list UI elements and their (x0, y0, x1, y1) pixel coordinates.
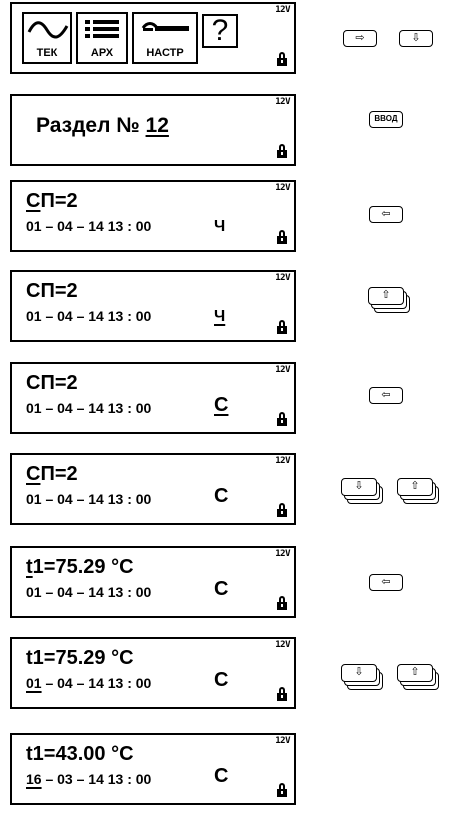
up-arrow-key: ⇧ (397, 478, 433, 496)
parameter-screen: СП=2 01 – 04 – 14 13 : 00 С 12V (10, 453, 296, 525)
help-menu-item[interactable]: ? (202, 14, 238, 48)
cursor-char: С (26, 463, 41, 485)
datetime-text: 01 – 04 – 14 13 : 00 (26, 308, 152, 324)
up-arrow-key: ⇧ (397, 664, 433, 682)
parameter-screen: t1=75.29 °C 01 – 04 – 14 13 : 00 С 12V (10, 546, 296, 618)
cursor-char: С (26, 190, 41, 212)
voltage-label: 12V (275, 5, 290, 15)
voltage-label: 12V (275, 456, 290, 466)
up-arrow-key-repeat[interactable]: ⇧ (397, 664, 441, 692)
datetime-line: 01 – 04 – 14 13 : 00 (26, 218, 151, 234)
lock-icon (277, 320, 287, 334)
parameter-line: t1=75.29 °C (26, 556, 134, 579)
mode-indicator: С (214, 485, 229, 507)
mode-indicator: С (214, 765, 229, 787)
lock-icon (277, 783, 287, 797)
section-title: Раздел № 12 (36, 114, 169, 138)
param-text: t1=75.29 °C (26, 647, 134, 669)
wrench-icon (141, 22, 189, 31)
datetime-line: 01 – 04 – 14 13 : 00 (26, 675, 151, 691)
voltage-label: 12V (275, 736, 290, 746)
voltage-label: 12V (275, 273, 290, 283)
lock-icon (277, 503, 287, 517)
datetime-text: 01 – 04 – 14 13 : 00 (26, 400, 152, 416)
arh-menu-item[interactable]: АРХ (76, 12, 128, 64)
sine-wave-icon (27, 21, 69, 39)
parameter-screen: СП=2 01 – 04 – 14 13 : 00 С 12V (10, 362, 296, 434)
mode-indicator: Ч (214, 218, 226, 235)
left-arrow-key[interactable]: ⇦ (369, 387, 403, 404)
parameter-screen: t1=43.00 °C 16 – 03 – 14 13 : 00 С 12V (10, 733, 296, 805)
mode-indicator: Ч (214, 308, 226, 325)
datetime-text: 01 – 04 – 14 13 : 00 (26, 218, 152, 234)
param-text: СП=2 (26, 280, 78, 302)
list-icon (85, 20, 119, 38)
datetime-text: 01 – 04 – 14 13 : 00 (26, 491, 152, 507)
down-arrow-key: ⇩ (341, 478, 377, 496)
section-screen: Раздел № 12 12V (10, 94, 296, 166)
nastr-menu-item[interactable]: НАСТР (132, 12, 198, 64)
lock-icon (277, 52, 287, 66)
section-prefix: Раздел № (36, 114, 146, 137)
date-cursor: 16 (26, 771, 42, 787)
parameter-line: t1=43.00 °C (26, 743, 134, 766)
tek-label: ТЕК (36, 47, 58, 59)
param-text-rest: 1=75.29 °C (32, 556, 134, 578)
section-number: 12 (145, 114, 169, 137)
voltage-label: 12V (275, 97, 290, 107)
parameter-screen: СП=2 01 – 04 – 14 13 : 00 Ч 12V (10, 270, 296, 342)
lock-icon (277, 144, 287, 158)
datetime-text: – 04 – 14 13 : 00 (41, 675, 152, 691)
parameter-screen: СП=2 01 – 04 – 14 13 : 00 Ч 12V (10, 180, 296, 252)
menu-screen: ТЕК АРХ НАСТР ? 12V (10, 2, 296, 74)
lock-icon (277, 596, 287, 610)
lock-icon (277, 230, 287, 244)
param-text: СП=2 (26, 372, 78, 394)
param-text-rest: П=2 (40, 190, 78, 212)
down-arrow-key[interactable]: ⇩ (399, 30, 433, 47)
left-arrow-key[interactable]: ⇦ (369, 574, 403, 591)
voltage-label: 12V (275, 183, 290, 193)
tek-menu-item[interactable]: ТЕК (22, 12, 72, 64)
datetime-text: – 03 – 14 13 : 00 (41, 771, 152, 787)
lock-icon (277, 687, 287, 701)
datetime-line: 01 – 04 – 14 13 : 00 (26, 308, 151, 324)
mode-indicator: С (214, 669, 229, 691)
down-arrow-key-repeat[interactable]: ⇩ (341, 664, 385, 692)
voltage-label: 12V (275, 549, 290, 559)
param-text-rest: П=2 (40, 463, 78, 485)
left-arrow-key[interactable]: ⇦ (369, 206, 403, 223)
mode-indicator: С (214, 578, 229, 600)
datetime-text: 01 – 04 – 14 13 : 00 (26, 584, 152, 600)
lock-icon (277, 412, 287, 426)
down-arrow-key-repeat[interactable]: ⇩ (341, 478, 385, 506)
down-arrow-key: ⇩ (341, 664, 377, 682)
right-arrow-key[interactable]: ⇨ (343, 30, 377, 47)
voltage-label: 12V (275, 640, 290, 650)
datetime-line: 01 – 04 – 14 13 : 00 (26, 400, 151, 416)
up-arrow-key-repeat[interactable]: ⇧ (397, 478, 441, 506)
param-text: t1=43.00 °C (26, 743, 134, 765)
cursor-char: t (26, 556, 33, 578)
parameter-line: СП=2 (26, 463, 78, 486)
up-arrow-key-repeat[interactable]: ⇧ (368, 287, 412, 315)
datetime-line: 16 – 03 – 14 13 : 00 (26, 771, 151, 787)
enter-key[interactable]: ВВОД (369, 111, 403, 128)
parameter-line: СП=2 (26, 372, 78, 395)
parameter-line: СП=2 (26, 190, 78, 213)
voltage-label: 12V (275, 365, 290, 375)
date-cursor: 01 (26, 675, 42, 691)
datetime-line: 01 – 04 – 14 13 : 00 (26, 491, 151, 507)
parameter-line: СП=2 (26, 280, 78, 303)
nastr-label: НАСТР (146, 47, 184, 59)
datetime-line: 01 – 04 – 14 13 : 00 (26, 584, 151, 600)
up-arrow-key: ⇧ (368, 287, 404, 305)
parameter-screen: t1=75.29 °C 01 – 04 – 14 13 : 00 С 12V (10, 637, 296, 709)
mode-indicator: С (214, 394, 229, 416)
parameter-line: t1=75.29 °C (26, 647, 134, 670)
help-label: ? (211, 14, 229, 47)
arh-label: АРХ (90, 47, 114, 59)
